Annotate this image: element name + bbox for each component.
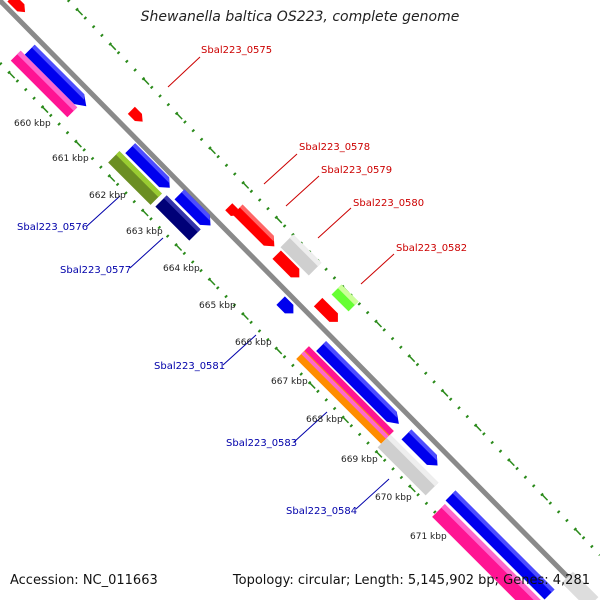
gene-feature[interactable] xyxy=(232,204,280,252)
gene-feature[interactable] xyxy=(155,195,201,241)
gene-feature[interactable] xyxy=(445,490,555,600)
label-leader xyxy=(317,207,352,239)
gene-label-reverse[interactable]: Sbal223_0577 xyxy=(60,265,131,276)
kbp-label: 671 kbp xyxy=(410,532,447,542)
kbp-label: 668 kbp xyxy=(306,415,343,425)
gene-feature[interactable] xyxy=(313,297,342,326)
gene-label-forward[interactable]: Sbal223_0578 xyxy=(299,142,370,153)
gene-feature[interactable] xyxy=(272,250,303,281)
label-leader xyxy=(167,56,201,88)
gene-label-reverse[interactable]: Sbal223_0581 xyxy=(154,361,225,372)
tick-line-outer-detail xyxy=(67,0,600,556)
label-leader xyxy=(129,237,164,269)
kbp-label: 667 kbp xyxy=(271,377,308,387)
kbp-label: 669 kbp xyxy=(341,455,378,465)
tick-line-inner xyxy=(0,61,522,600)
kbp-label: 662 kbp xyxy=(89,191,126,201)
gene-feature[interactable] xyxy=(24,44,91,111)
gene-feature[interactable] xyxy=(280,234,322,276)
kbp-label: 660 kbp xyxy=(14,119,51,129)
label-leader xyxy=(355,478,390,510)
gene-feature[interactable] xyxy=(296,346,394,444)
accession-text: Accession: NC_011663 xyxy=(10,573,158,588)
genome-title: Shewanella baltica OS223, complete genom… xyxy=(140,9,460,25)
gene-label-reverse[interactable]: Sbal223_0583 xyxy=(226,438,297,449)
kbp-label: 664 kbp xyxy=(163,264,200,274)
gene-feature[interactable] xyxy=(125,143,174,192)
gene-label-forward[interactable]: Sbal223_0580 xyxy=(353,198,424,209)
gene-feature[interactable] xyxy=(174,189,215,230)
label-leader xyxy=(86,195,121,227)
gene-label-forward[interactable]: Sbal223_0582 xyxy=(396,243,467,254)
kbp-label: 661 kbp xyxy=(52,154,89,164)
gene-feature[interactable] xyxy=(331,284,359,312)
kbp-label: 663 kbp xyxy=(126,227,163,237)
label-leader xyxy=(285,175,320,207)
gene-label-reverse[interactable]: Sbal223_0576 xyxy=(17,222,88,233)
gene-feature[interactable] xyxy=(7,0,28,16)
label-leader xyxy=(360,253,395,285)
gene-label-forward[interactable]: Sbal223_0579 xyxy=(321,165,392,176)
gene-feature[interactable] xyxy=(401,429,442,470)
gene-label-forward[interactable]: Sbal223_0575 xyxy=(201,45,272,56)
gene-feature[interactable] xyxy=(377,434,439,496)
gene-feature[interactable] xyxy=(225,203,241,219)
gene-feature[interactable] xyxy=(10,50,78,118)
kbp-label: 670 kbp xyxy=(375,493,412,503)
gene-feature[interactable] xyxy=(127,106,146,125)
gene-label-reverse[interactable]: Sbal223_0584 xyxy=(286,506,357,517)
label-leader xyxy=(293,411,328,443)
gene-feature[interactable] xyxy=(108,151,162,205)
topology-text: Topology: circular; Length: 5,145,902 bp… xyxy=(232,573,590,588)
gene-feature[interactable] xyxy=(276,296,297,317)
gene-feature[interactable] xyxy=(561,571,599,600)
tick-line-outer xyxy=(66,0,600,557)
gene-feature[interactable] xyxy=(316,341,404,429)
kbp-label: 666 kbp xyxy=(235,338,272,348)
gene-feature[interactable] xyxy=(432,504,544,600)
kbp-label: 665 kbp xyxy=(199,301,236,311)
label-leader xyxy=(263,153,298,185)
label-leader xyxy=(222,334,257,366)
